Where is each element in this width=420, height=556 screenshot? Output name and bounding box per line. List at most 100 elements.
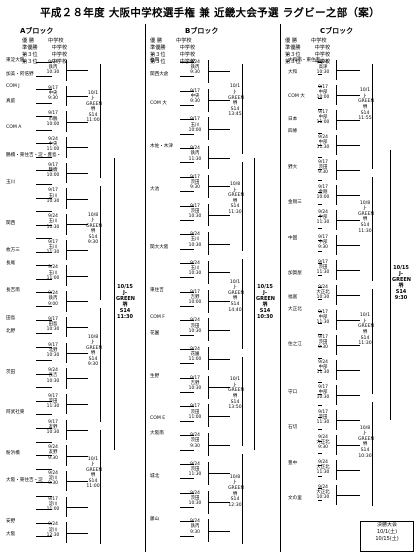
bracket-line [372,64,373,169]
bracket-line [66,352,88,354]
bracket-line [208,174,209,198]
bracket-line [180,478,194,480]
bracket-line [318,334,322,336]
team-name: COM 大 [288,93,305,99]
bracket-line [318,180,322,182]
bracket-line [180,76,194,78]
bracket-line [66,95,88,97]
bracket-line [66,111,67,132]
bracket-line [318,322,322,324]
bracket-line [208,272,230,274]
round-info: 10/8 J- GREEN 堺 S14 9:30 [86,334,102,368]
team-name: COM J [6,84,20,90]
bracket-line [36,292,52,294]
match-info: 9/17 中央 9:30 [190,88,200,105]
team-name: 大池 [150,187,160,193]
bracket-line [66,506,88,508]
bracket-line [66,342,67,364]
match-info: 9/24 玉川 10:30 [188,260,202,277]
bracket-line [66,532,88,534]
bracket-line [180,392,194,393]
bracket-line [242,356,243,447]
bracket-line [336,195,360,196]
match-info: 9/17 鶴橋 10:00 [46,162,60,179]
match-info: 9/17 中部 11:00 [316,110,330,126]
bracket-line [208,203,209,227]
legend-label: 準優勝 [22,45,38,51]
bracket-line [66,188,67,209]
bracket-line [36,387,52,389]
team-name: 文の里 [288,496,302,502]
bracket-line [318,381,322,383]
bracket-line [208,301,230,302]
bracket-line [318,133,322,134]
team-name: 石切 [288,425,298,431]
bracket-line [336,70,360,71]
match-info: 9/24 玉川 11:00 [46,265,60,281]
team-name: 日本 [288,117,298,123]
team-name: 城北 [150,474,160,480]
bracket-line [36,238,52,240]
bracket-line [318,144,322,146]
legend-label: 準優勝 [150,45,166,51]
bracket-line [208,100,230,101]
bracket-line [318,85,322,87]
match-info: 9/24 淀川 12:30 [46,522,60,538]
round-info: 10/1 J- GREEN 堺 S14 13:45 [228,84,244,118]
block-c-header: Cブロック [320,27,354,35]
team-name: 真庭 [6,98,16,104]
bracket-line [36,455,52,456]
legend-label: 第３位 [22,52,38,58]
match-info: 9/24 大正北 10:30 [316,485,330,501]
team-name: 大正北 [288,306,302,312]
match-info: 9/17 中部 9:30 [318,235,328,251]
match-info: 9/24 鉄丙 11:30 [188,146,202,162]
bracket-line [180,334,194,336]
legend-value: 中学校 [179,45,196,51]
block-b-header: Bブロック [185,27,219,35]
match-info: 9/24 玉川 10:30 [46,214,60,230]
match-info: 9/17 茨田 9:30 [318,335,328,351]
bracket-line [318,251,322,253]
bracket-line [208,444,230,446]
bracket-line [180,133,194,135]
bracket-line [66,481,88,483]
bracket-line [66,275,88,277]
bracket-line [318,227,322,229]
round-info: 10/8 J- GREEN 堺 S14 11:30 [228,182,244,215]
bracket-line [36,184,52,185]
team-name: 加賀屋 [288,271,302,277]
bracket-line [36,197,52,199]
bracket-line [100,64,101,178]
match-info: 9/17 市鶴 10:00 [46,111,60,127]
match-info: 9/24 中部 11:30 [316,210,330,226]
bracket-line [318,369,322,371]
bracket-line [318,488,322,490]
round-info: 10/8 J- GREEN 堺 S14 11:30 [358,200,374,234]
team-name: 関西大倉 [150,72,169,78]
team-name: 中国 [288,235,298,241]
legend-label: 優 勝 [22,38,35,44]
team-name: 関大大阪 [150,244,169,250]
team-name: 関西 [6,220,16,226]
divider-a-b [145,24,146,552]
schedule-note: 決勝大会 10/1(土) 10/15(土) [360,521,414,552]
bracket-line [180,90,194,92]
team-name: 生野 [150,373,160,379]
match-info: 9/17 金剛 10:00 [316,185,330,201]
bracket-line [36,306,52,307]
match-info: 9/17 中部 10:00 [316,85,330,101]
bracket-line [180,320,194,322]
legend-value: 中学校 [51,59,68,65]
team-name: 藤山 [150,517,160,523]
note-line: 10/15(土) [375,536,399,542]
bracket-line [180,262,194,264]
round-info: 10/1 J- GREEN 堺 S14 11:00 [86,456,102,490]
team-name: 大和南・東住吉 [288,58,321,63]
team-name: 鶴橋・東住吉・淀・豊島・ [6,152,62,158]
final-info: 10/15 J- GREEN 堺 S14 11:30 [116,284,135,320]
team-name: 安野 [6,518,16,524]
bracket-line [318,263,322,265]
legend-label: 優 勝 [285,38,298,44]
round-info: 10/1 J- GREEN 堺 S14 14:40 [228,279,244,313]
